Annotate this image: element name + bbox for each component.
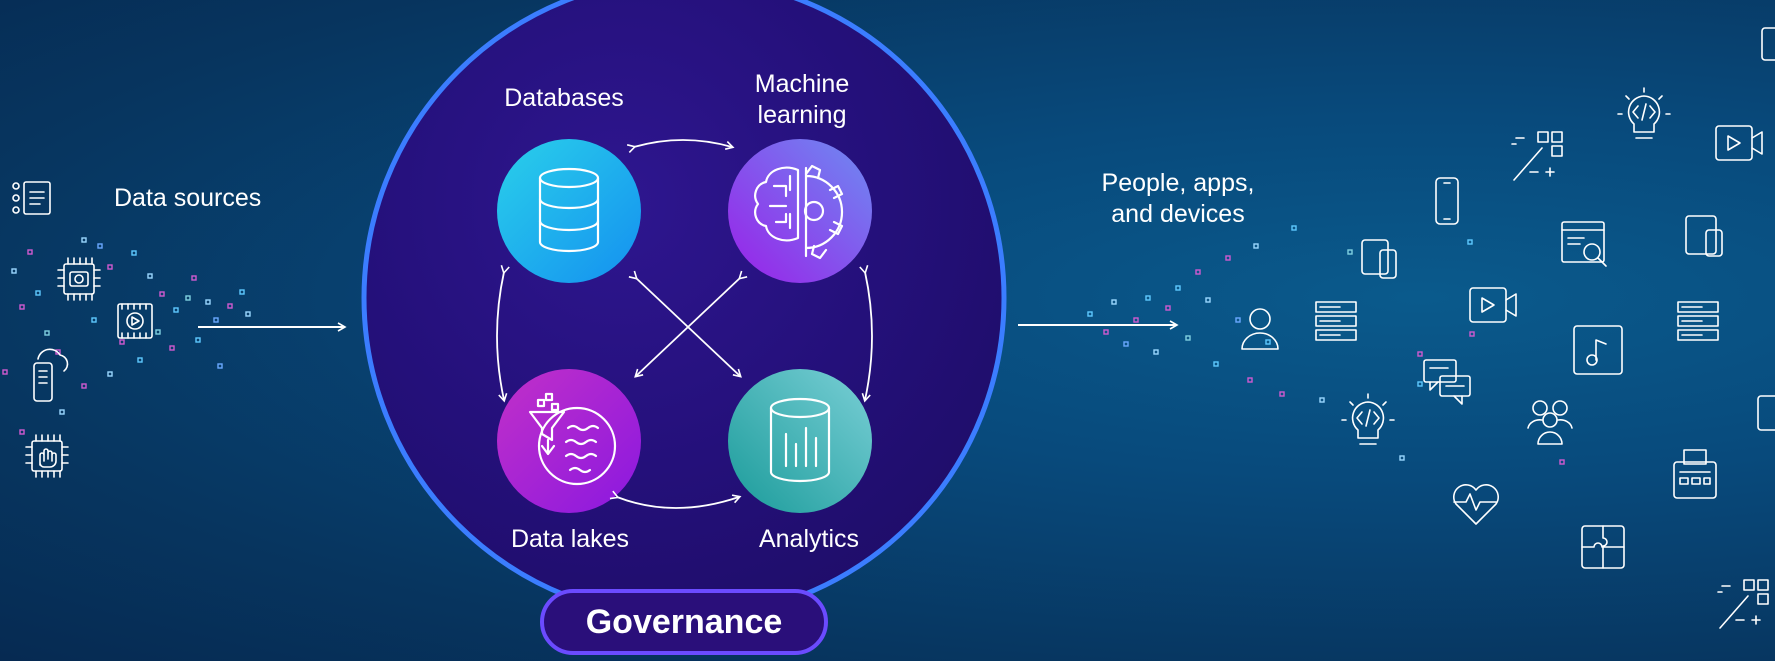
server-list-icon [1315, 301, 1357, 341]
chat-bubbles-icon [1423, 359, 1471, 405]
server-list-icon [1757, 395, 1775, 431]
data-lakes-label: Data lakes [510, 525, 630, 553]
left-particles [2, 237, 251, 435]
analytics-label: Analytics [758, 525, 860, 553]
chip-hand-icon [25, 434, 69, 478]
data-sources-label: Data sources [114, 184, 262, 212]
data-lake-funnel-icon [528, 392, 617, 486]
node-connectors [496, 139, 873, 509]
puzzle-icon [1581, 525, 1625, 569]
video-play-icon [1715, 125, 1763, 161]
user-icon [1241, 308, 1279, 350]
devices-icon [1685, 215, 1723, 257]
databases-circle [497, 139, 641, 283]
machine-learning-circle [728, 139, 872, 283]
mobile-phone-icon [1435, 177, 1459, 225]
fax-machine-icon [1673, 449, 1717, 499]
video-frame-icon [117, 303, 153, 339]
lightbulb-code-icon [1617, 87, 1671, 139]
chip-camera-icon [57, 257, 101, 301]
devices-icon [1761, 27, 1775, 61]
people-apps-devices-label: People, apps, and devices [1101, 169, 1255, 228]
web-search-icon [1561, 221, 1607, 267]
right-particles [1087, 225, 1565, 465]
heart-pulse-icon [1453, 484, 1499, 525]
server-list-icon [1677, 301, 1719, 341]
central-hub [361, 0, 1007, 621]
magic-wand-grid-icon [1717, 579, 1769, 629]
magic-wand-grid-icon [1511, 131, 1563, 181]
tablet-phone-icon [1361, 239, 1397, 279]
brain-gear-icon [754, 164, 844, 260]
governance-badge: Governance [540, 589, 828, 655]
analytics-circle [728, 369, 872, 513]
machine-learning-label: Machine learning [754, 70, 850, 129]
analytics-cylinder-icon [769, 397, 831, 483]
database-icon [538, 167, 600, 253]
databases-label: Databases [504, 84, 624, 112]
flowchart-doc-icon [12, 181, 51, 215]
phone-cloud-icon [33, 348, 69, 402]
video-play-icon [1469, 287, 1517, 323]
group-users-icon [1527, 400, 1573, 445]
music-note-icon [1573, 325, 1623, 375]
lightbulb-code-icon [1341, 393, 1395, 445]
